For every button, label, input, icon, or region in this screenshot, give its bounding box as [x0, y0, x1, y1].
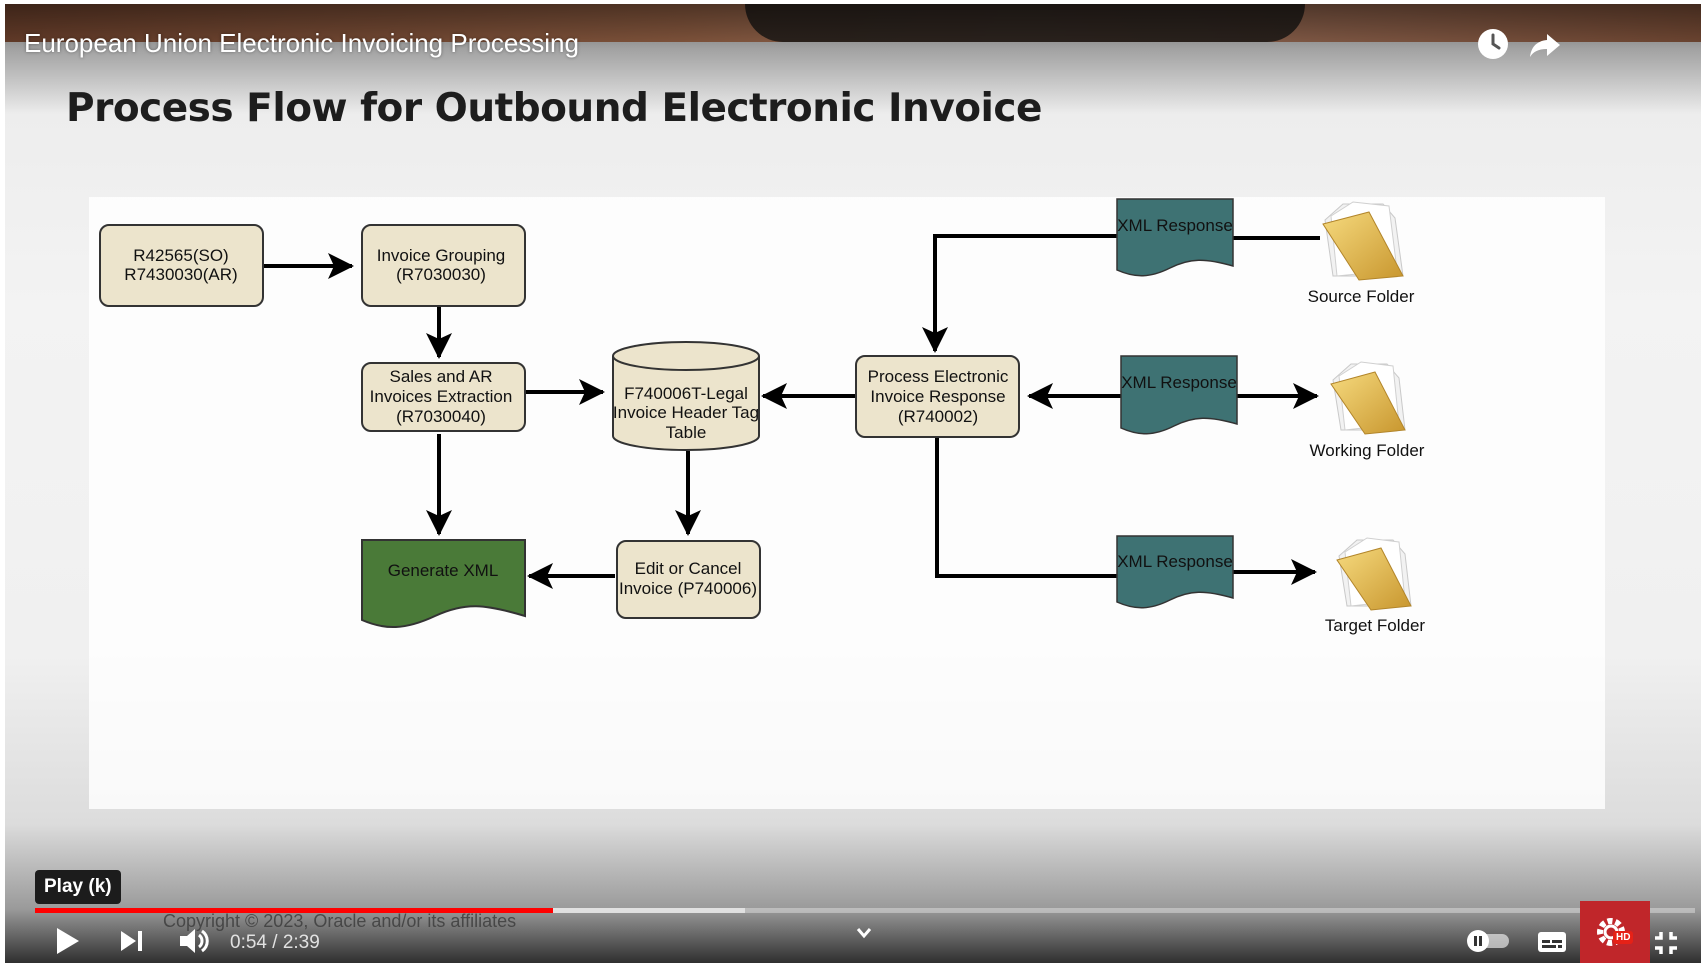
working-folder-icon: [1330, 361, 1406, 435]
connectors: [263, 234, 1320, 589]
hd-badge: HD: [1613, 931, 1634, 944]
xml-response-1: XML Response: [1116, 198, 1234, 277]
legal-table-cylinder: F740006T-Legal Invoice Header Tag Table: [612, 341, 760, 451]
source-reports-box: R42565(SO) R7430030(AR): [99, 224, 264, 307]
slide-title: Process Flow for Outbound Electronic Inv…: [66, 86, 1042, 131]
process-response-line-1: Process Electronic: [868, 367, 1009, 386]
progress-bar[interactable]: [35, 908, 1695, 913]
invoice-grouping-line-2: (R7030030): [396, 265, 486, 284]
target-folder-label: Target Folder: [1325, 616, 1425, 635]
video-title[interactable]: European Union Electronic Invoicing Proc…: [24, 28, 579, 58]
target-folder-icon: [1336, 537, 1412, 611]
video-player[interactable]: European Union Electronic Invoicing Proc…: [5, 4, 1701, 963]
source-reports-line-2: R7430030(AR): [124, 265, 237, 284]
source-folder-icon: [1322, 201, 1404, 281]
legal-table-line-2: Invoice Header Tag: [613, 403, 759, 422]
extraction-line-1: Sales and AR: [389, 367, 492, 386]
source-reports-line-1: R42565(SO): [133, 246, 228, 265]
play-icon[interactable]: [53, 925, 83, 957]
target-folder: Target Folder: [1325, 537, 1425, 635]
xml-response-1-label: XML Response: [1117, 216, 1233, 235]
share-arrow-icon[interactable]: [1527, 26, 1563, 62]
subtitles-icon[interactable]: [1536, 930, 1568, 954]
xml-response-3: XML Response: [1116, 535, 1234, 609]
process-flow-diagram: R42565(SO) R7430030(AR) Invoice Grouping…: [99, 198, 1425, 635]
extraction-line-2: Invoices Extraction: [370, 387, 513, 406]
extraction-line-3: (R7030040): [396, 407, 486, 426]
invoice-grouping-line-1: Invoice Grouping: [377, 246, 506, 265]
slide-copyright: Copyright © 2023, Oracle and/or its affi…: [163, 911, 517, 931]
process-response-line-3: (R740002): [898, 407, 978, 426]
edit-cancel-line-1: Edit or Cancel: [635, 559, 742, 578]
generate-xml-document: Generate XML: [361, 539, 526, 629]
top-gradient: [5, 4, 1701, 124]
clock-icon[interactable]: [1475, 26, 1511, 62]
working-folder-label: Working Folder: [1310, 441, 1425, 460]
arrow-xml1-to-response: [922, 234, 1117, 353]
process-response-line-2: Invoice Response: [870, 387, 1005, 406]
invoice-grouping-box: Invoice Grouping (R7030030): [361, 224, 526, 307]
volume-icon[interactable]: [177, 926, 211, 956]
process-response-box: Process Electronic Invoice Response (R74…: [855, 355, 1020, 438]
source-folder: Source Folder: [1308, 201, 1415, 306]
source-folder-label: Source Folder: [1308, 287, 1415, 306]
generate-xml-label: Generate XML: [388, 561, 499, 580]
play-tooltip: Play (k): [35, 870, 121, 904]
next-icon[interactable]: [118, 928, 146, 954]
edit-cancel-line-2: Invoice (P740006): [619, 579, 757, 598]
exit-fullscreen-icon[interactable]: [1653, 930, 1679, 956]
xml-response-2-label: XML Response: [1121, 373, 1237, 392]
time-display: 0:54 / 2:39: [230, 932, 320, 953]
diagram-panel: [89, 197, 1605, 809]
xml-response-3-label: XML Response: [1117, 552, 1233, 571]
legal-table-line-1: F740006T-Legal: [624, 384, 748, 403]
legal-table-line-3: Table: [666, 423, 707, 442]
sales-ar-extraction-box: Sales and AR Invoices Extraction (R70300…: [361, 362, 526, 432]
working-folder: Working Folder: [1310, 361, 1425, 460]
progress-played: [35, 908, 554, 913]
xml-response-2: XML Response: [1120, 355, 1238, 435]
edit-cancel-box: Edit or Cancel Invoice (P740006): [616, 540, 761, 619]
chapter-chevron-icon[interactable]: [856, 927, 872, 939]
line-response-to-xml3: [935, 436, 1117, 578]
settings-button[interactable]: [1580, 901, 1650, 963]
autoplay-toggle-icon[interactable]: [1465, 929, 1513, 953]
